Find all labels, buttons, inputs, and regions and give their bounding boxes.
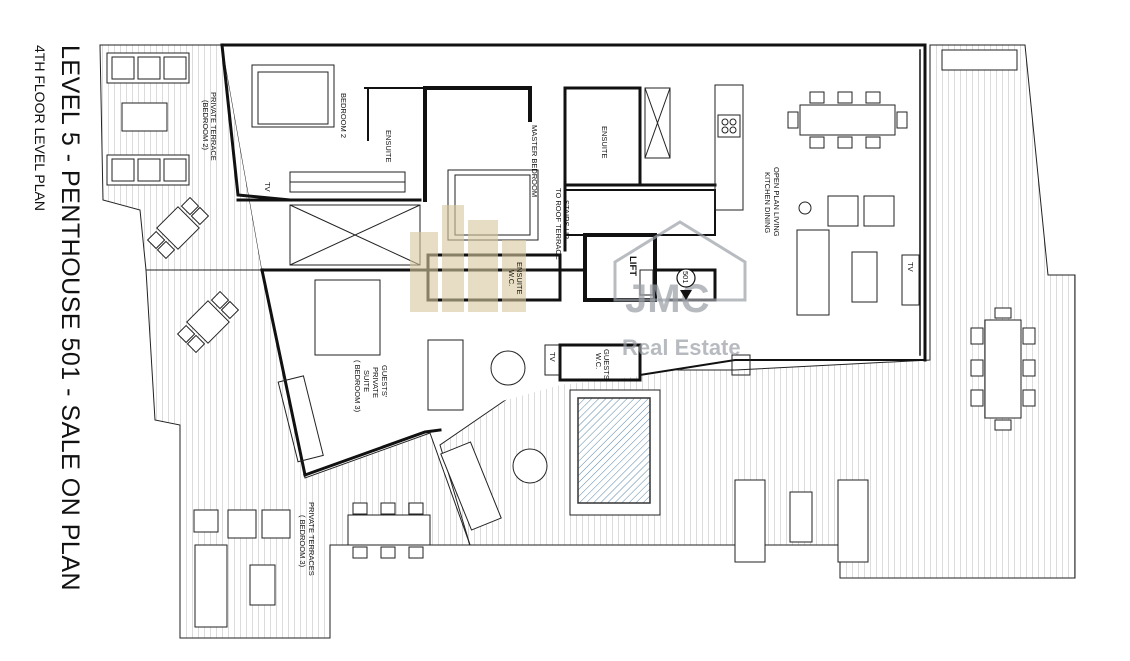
entrance-triangle-icon (680, 290, 692, 300)
label-ensuite-wc-1: ENSUITE (515, 262, 524, 295)
label-terraces-b3-2: ( BEDROOM 3) (298, 515, 307, 568)
bed-guest (314, 279, 381, 356)
label-master-bedroom: MASTER BEDROOM (530, 125, 539, 197)
chair-b3-1 (227, 509, 257, 539)
bed-bedroom2 (257, 71, 329, 125)
wall-south-living (638, 359, 926, 377)
room-labels: PRIVATE TERRACE (BEDROOM 2) BEDROOM 2 EN… (201, 92, 781, 576)
bistro-set-1 (146, 196, 210, 260)
wall-master-frame (423, 86, 532, 122)
kitchen-counter (714, 84, 744, 211)
label-bedroom2: BEDROOM 2 (339, 93, 348, 138)
sofa-terrace-1 (734, 479, 766, 563)
wall-guest-suite-west (260, 268, 307, 477)
side-table-b3 (193, 509, 219, 533)
wall-guests-wc (558, 343, 642, 382)
sofa-b3 (194, 544, 228, 628)
round-table-terrace (512, 448, 548, 484)
wardrobe-guest (277, 375, 324, 463)
label-lift: LIFT (627, 256, 638, 276)
label-ensuite1: ENSUITE (384, 130, 393, 163)
label-ensuite2: ENSUITE (600, 126, 609, 159)
interior (222, 45, 925, 475)
tv-unit-guest (544, 344, 560, 376)
side-table-t2 (121, 102, 168, 132)
label-stairs-1: STAIRS UP (562, 200, 571, 239)
label-tv-guest: TV (548, 352, 557, 362)
plan-title: LEVEL 5 - PENTHOUSE 501 - SALE ON PLAN (56, 45, 84, 591)
label-ensuite-wc-2: W.C. (507, 270, 516, 286)
planter-top-right (941, 49, 1018, 71)
bed-bedroom2-frame (251, 64, 335, 128)
sofa-guest (427, 339, 464, 411)
coffee-table-b3 (249, 564, 276, 606)
shaft-box (644, 87, 671, 159)
label-guest-suite-4: ( BEDROOM 3) (353, 360, 362, 413)
label-guest-suite-1: GUESTS' (380, 365, 389, 398)
label-guest-suite-2: PRIVATE (371, 367, 380, 398)
wall-ensuite2 (563, 86, 642, 187)
label-living-1: OPEN PLAN LIVING (772, 167, 781, 237)
sofa-terrace-diag (440, 441, 502, 531)
watermark-house-icon (613, 220, 747, 302)
label-tv-living: TV (906, 262, 915, 272)
wall-outer-top (220, 43, 927, 362)
coffee-table (851, 251, 878, 303)
armchair-2 (863, 195, 895, 227)
plan-subtitle: 4TH FLOOR LEVEL PLAN (32, 45, 48, 211)
label-terraces-b3-1: PRIVATE TERRACES (307, 502, 316, 576)
wall-guest-suite-south (303, 428, 442, 477)
terrace-furniture (106, 49, 1036, 628)
label-guest-suite-3: SUITE (362, 370, 371, 392)
sofa-living (796, 229, 830, 316)
hob (717, 114, 741, 138)
label-terrace-b2-2: (BEDROOM 2) (201, 100, 210, 151)
wall-west-bedroom2 (220, 43, 292, 202)
dining-table-terrace (984, 319, 1022, 419)
label-unit-number: 501 (681, 271, 690, 284)
chair-b3-2 (261, 509, 291, 539)
tv-labels: TV TV TV (263, 182, 915, 362)
label-guests-wc-1: GUESTS (602, 349, 611, 380)
watermark-brand: JMC (625, 277, 709, 321)
terrace-table-b3 (347, 514, 431, 546)
label-tv-bedroom2: TV (263, 182, 272, 192)
pool (577, 397, 651, 504)
dining-table (799, 104, 896, 136)
sofa-terrace-2 (837, 479, 869, 563)
round-table-guest (490, 350, 526, 386)
watermark-skyline-icon (410, 205, 526, 312)
lift-markers (676, 268, 696, 300)
interior-floor (222, 45, 925, 475)
label-guests-wc-2: W.C. (594, 353, 603, 369)
tv-unit-living (901, 254, 920, 306)
label-terrace-b2-1: PRIVATE TERRACE (209, 92, 218, 161)
coffee-table-terrace (789, 491, 813, 543)
label-living-2: KITCHEN DINING (763, 172, 772, 233)
watermark: JMC Real Estate (410, 205, 747, 360)
armchair-1 (827, 195, 859, 227)
unit-number-circle (676, 268, 696, 288)
bistro-set-2 (176, 290, 240, 354)
interior-details (251, 64, 920, 463)
watermark-tagline: Real Estate (622, 335, 741, 360)
plant-marker (798, 201, 812, 215)
label-stairs-2: TO ROOF TERRACE (554, 188, 563, 260)
